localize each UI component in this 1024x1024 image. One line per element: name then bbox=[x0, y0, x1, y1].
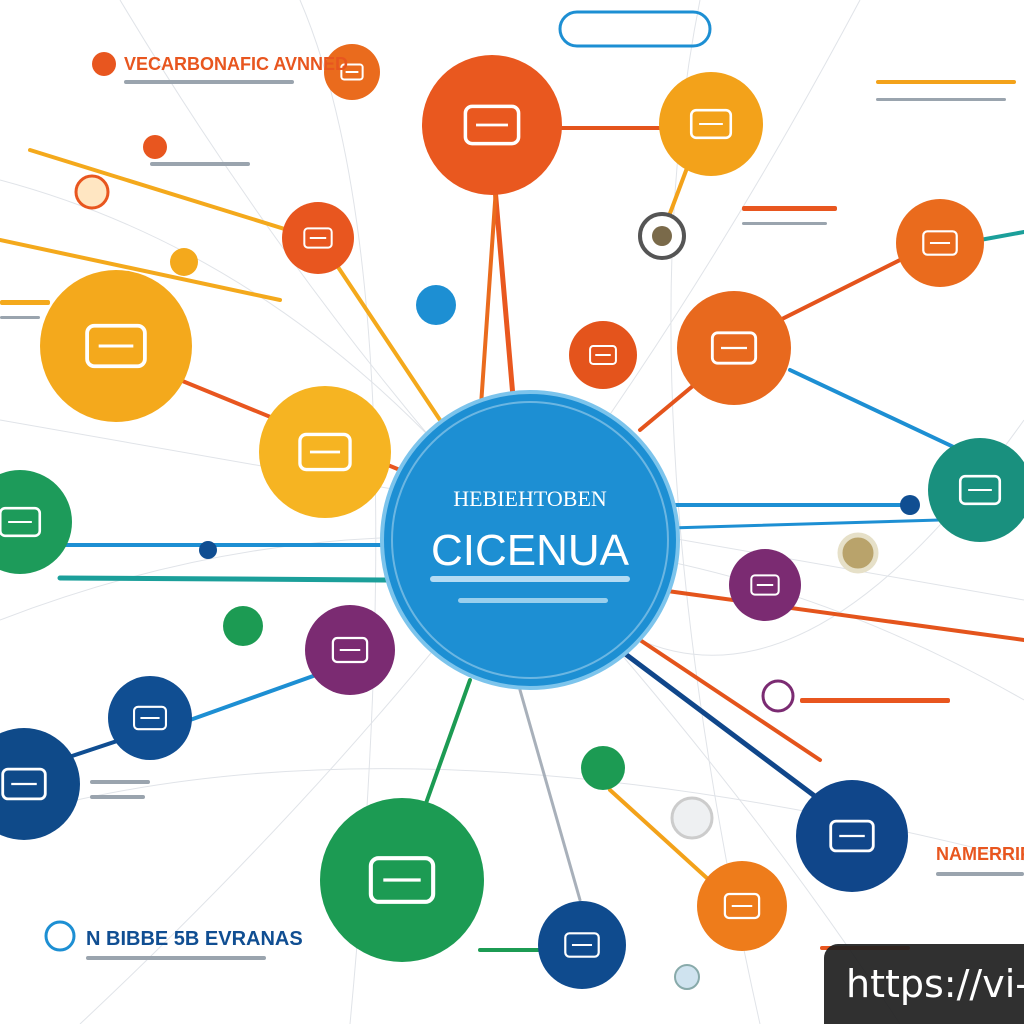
plant-icon bbox=[368, 856, 436, 904]
sun-icon bbox=[298, 432, 352, 472]
connector bbox=[608, 788, 722, 892]
clipboard-icon bbox=[303, 227, 333, 249]
connector bbox=[318, 238, 442, 422]
red-node-mid bbox=[569, 321, 637, 389]
blue-node-bottom-right bbox=[796, 780, 908, 892]
calendar-icon bbox=[331, 636, 369, 664]
label-right-bottom: NAMERRIFE bbox=[936, 844, 1024, 864]
roof-icon bbox=[463, 104, 521, 146]
tag-icon bbox=[589, 344, 617, 366]
connector bbox=[617, 647, 823, 803]
connector bbox=[28, 148, 322, 242]
connector bbox=[658, 588, 1024, 642]
blue-node-bottom bbox=[538, 901, 626, 989]
hub-placeholder-line bbox=[430, 576, 630, 582]
purple-node-right bbox=[729, 549, 801, 621]
connector bbox=[758, 248, 922, 332]
document-icon bbox=[689, 108, 733, 140]
purple-node-left bbox=[305, 605, 395, 695]
ship-icon bbox=[564, 932, 600, 958]
connector bbox=[188, 668, 332, 722]
label-left-1-line bbox=[150, 162, 250, 166]
label-left-2-line bbox=[0, 316, 40, 319]
hub-heading: HEBIEHTOBEN bbox=[453, 486, 607, 511]
flag-icon bbox=[829, 819, 875, 853]
orange-node-right-mid bbox=[677, 291, 791, 405]
label-top-left-dot bbox=[92, 52, 116, 76]
grid-icon bbox=[1, 767, 47, 801]
tree-icon bbox=[132, 705, 168, 731]
nodes bbox=[0, 44, 1024, 989]
pin-icon bbox=[750, 574, 780, 596]
label-right-mid-line bbox=[742, 206, 837, 211]
green-node-left bbox=[0, 470, 72, 574]
circle-icon bbox=[340, 63, 364, 81]
label-left-2-line bbox=[0, 300, 50, 305]
label-top-left-line bbox=[124, 80, 294, 84]
orange-node-top-right bbox=[659, 72, 763, 176]
label-right-bottom-line bbox=[936, 872, 1024, 876]
label-top-left: VECARBONAFIC AVNNED bbox=[124, 54, 348, 74]
orange-node-bottom-right bbox=[697, 861, 787, 951]
connector bbox=[418, 678, 472, 822]
hub-placeholder-line bbox=[458, 598, 608, 603]
label-bottom-left: N BIBBE 5B EVRANAS bbox=[86, 928, 303, 950]
label-right-top-line bbox=[876, 80, 1016, 84]
label-top-center-badge bbox=[558, 10, 712, 48]
blue-node-left-edge bbox=[0, 728, 80, 840]
connector bbox=[638, 638, 822, 762]
tools-icon bbox=[723, 892, 761, 920]
orange-node-far-right bbox=[896, 199, 984, 287]
label-right-mid-dot bbox=[761, 679, 795, 713]
label-right-top-line bbox=[876, 98, 1006, 101]
label-bottom-left-line bbox=[86, 956, 266, 960]
orange-node-mid-left bbox=[282, 202, 354, 274]
teal-node-right bbox=[928, 438, 1024, 542]
label-right-mid-line bbox=[800, 698, 950, 703]
blue-node-bottom-left bbox=[108, 676, 192, 760]
leaf-icon bbox=[0, 506, 42, 538]
board-icon bbox=[958, 474, 1002, 506]
watermark: https://vi- bbox=[824, 944, 1024, 1024]
center-hub: HEBIEHTOBEN CICENUA bbox=[380, 390, 680, 690]
yellow-node-center bbox=[259, 386, 391, 518]
green-node-left-circle bbox=[0, 470, 72, 574]
hub-title: CICENUA bbox=[431, 526, 630, 575]
connector bbox=[518, 688, 582, 902]
yellow-node-left bbox=[40, 270, 192, 422]
connector bbox=[0, 238, 282, 302]
blue-node-left-edge-circle bbox=[0, 728, 80, 840]
connector bbox=[978, 230, 1024, 242]
connector bbox=[57, 575, 393, 583]
label-left-3-line bbox=[90, 795, 145, 799]
connector bbox=[638, 378, 702, 432]
badge-icon bbox=[922, 230, 958, 256]
label-left-3-line bbox=[90, 780, 150, 784]
orange-node-small-top bbox=[324, 44, 380, 100]
connector bbox=[788, 368, 962, 452]
monitor-icon bbox=[710, 331, 758, 365]
accent-dots bbox=[74, 174, 920, 990]
orange-node-top bbox=[422, 55, 562, 195]
label-bottom-left-dot bbox=[44, 920, 76, 952]
connector bbox=[668, 518, 942, 530]
text-icon bbox=[85, 323, 147, 369]
label-right-mid-line bbox=[742, 222, 827, 225]
label-left-1-dot bbox=[143, 135, 167, 159]
green-node-bottom bbox=[320, 798, 484, 962]
